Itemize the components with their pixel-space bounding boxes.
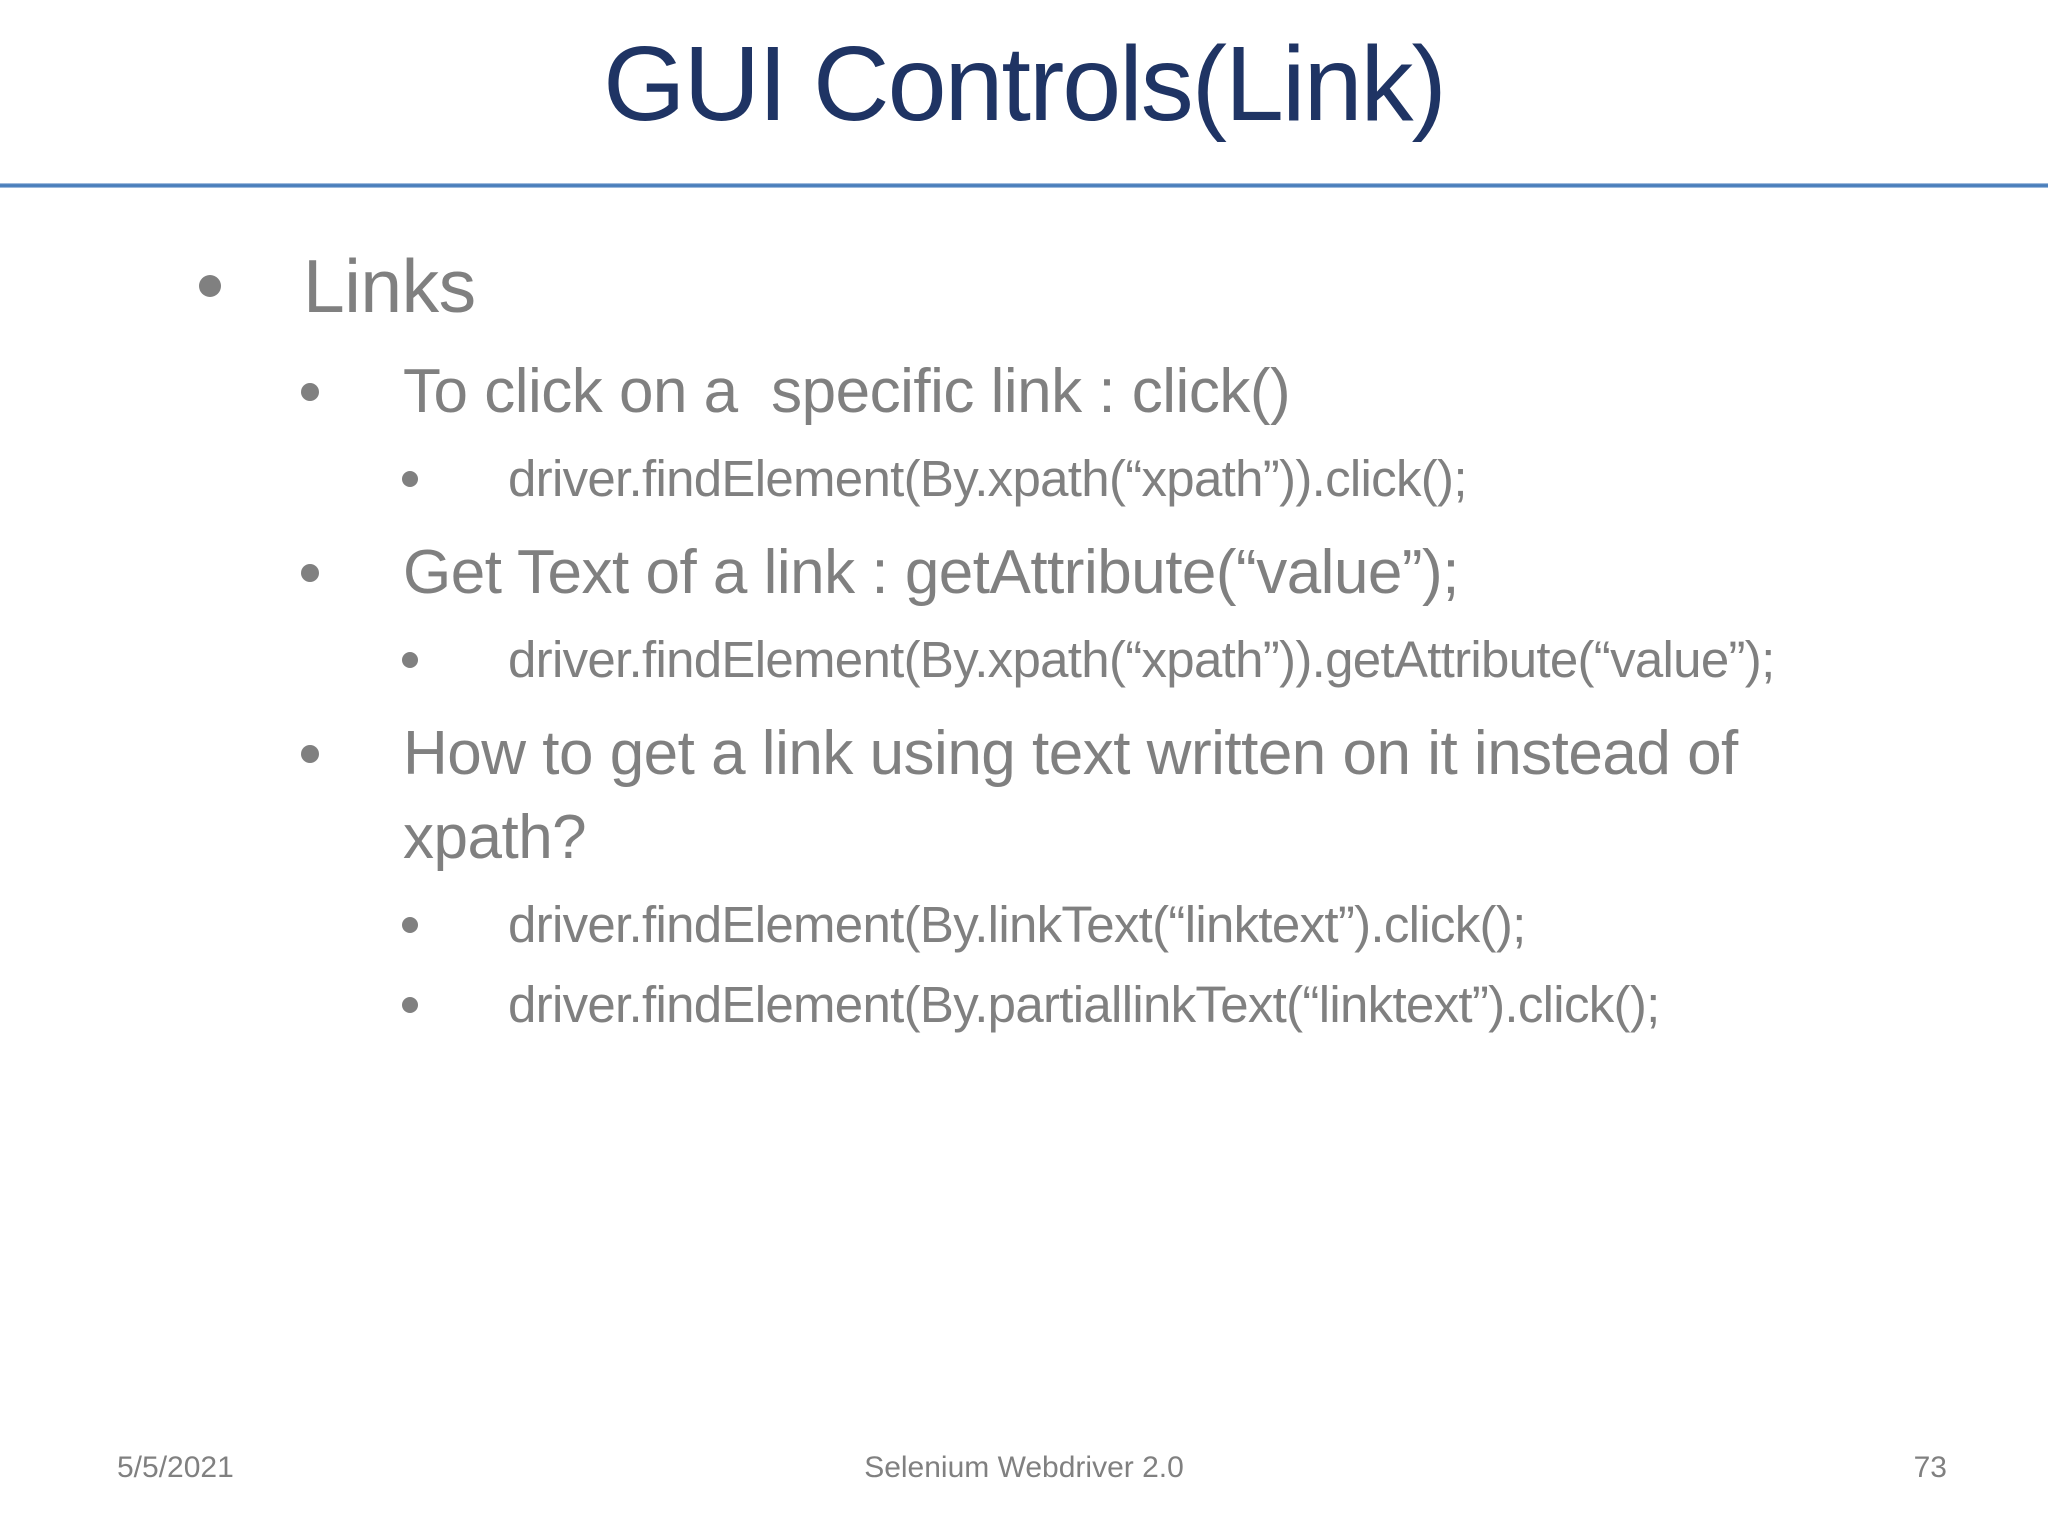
bullet-icon bbox=[402, 471, 418, 487]
bullet-icon bbox=[301, 564, 319, 582]
bullet-text: How to get a link using text written on … bbox=[403, 719, 1738, 872]
bullet-text: driver.findElement(By.xpath(“xpath”)).cl… bbox=[508, 450, 1467, 507]
bullet-icon bbox=[301, 745, 319, 763]
bullet-text: driver.findElement(By.linkText(“linktext… bbox=[508, 896, 1526, 953]
bullet-icon bbox=[402, 917, 418, 933]
bullet-icon bbox=[402, 997, 418, 1013]
bullet-item-code-linktext: driver.findElement(By.linkText(“linktext… bbox=[0, 890, 2048, 960]
bullet-text: To click on a specific link : click() bbox=[403, 357, 1291, 426]
footer-deck-title: Selenium Webdriver 2.0 bbox=[864, 1451, 1184, 1484]
bullet-text: driver.findElement(By.partiallinkText(“l… bbox=[508, 976, 1660, 1033]
bullet-item-links: Links bbox=[0, 238, 2048, 335]
slide-title: GUI Controls(Link) bbox=[603, 25, 1447, 143]
title-divider bbox=[0, 183, 2048, 188]
bullet-text: Links bbox=[303, 244, 476, 328]
bullet-item-get-text: Get Text of a link : getAttribute(“value… bbox=[0, 531, 2048, 615]
slide-body: Links To click on a specific link : clic… bbox=[0, 238, 2048, 1040]
footer-page-number: 73 bbox=[1913, 1451, 1947, 1484]
bullet-item-code-partiallinktext: driver.findElement(By.partiallinkText(“l… bbox=[0, 970, 2048, 1040]
bullet-text: Get Text of a link : getAttribute(“value… bbox=[403, 538, 1459, 607]
bullet-item-code-click: driver.findElement(By.xpath(“xpath”)).cl… bbox=[0, 444, 2048, 514]
bullet-item-how-to-get-link: How to get a link using text written on … bbox=[0, 712, 2048, 880]
bullet-text: driver.findElement(By.xpath(“xpath”)).ge… bbox=[508, 631, 1775, 688]
bullet-icon bbox=[402, 652, 418, 668]
bullet-icon bbox=[301, 383, 319, 401]
bullet-item-click-link: To click on a specific link : click() bbox=[0, 350, 2048, 434]
bullet-icon bbox=[199, 275, 221, 297]
footer-date: 5/5/2021 bbox=[117, 1451, 234, 1484]
bullet-item-code-getattribute: driver.findElement(By.xpath(“xpath”)).ge… bbox=[0, 625, 2048, 695]
